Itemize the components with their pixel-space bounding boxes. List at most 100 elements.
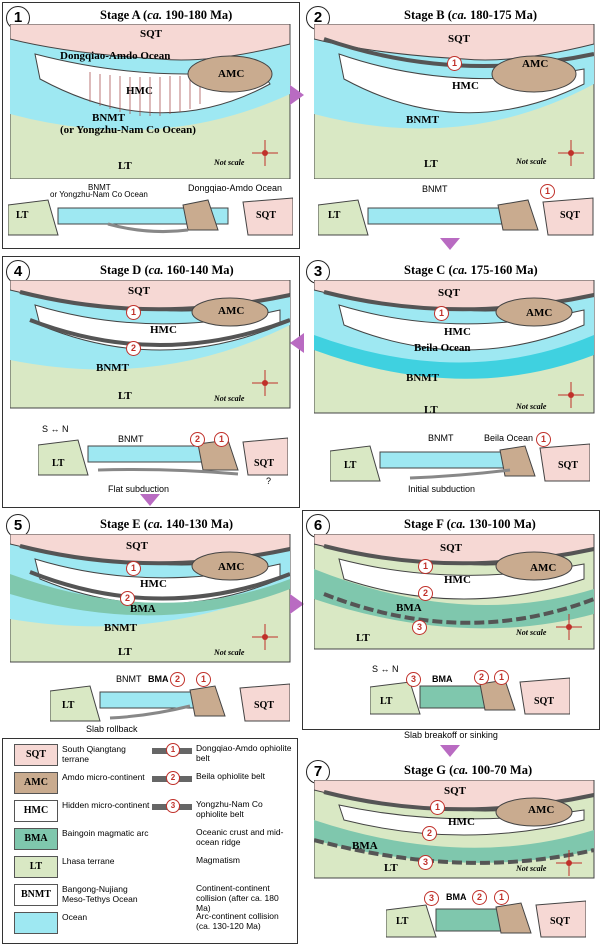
- stage-g-map: [314, 780, 595, 879]
- amc-label: AMC: [526, 307, 553, 319]
- bnmt-label: BNMT: [92, 112, 125, 124]
- legend-swatch: AMC: [14, 772, 58, 794]
- legend-belt-number: 1: [166, 743, 180, 757]
- belt-2-marker: 2: [472, 890, 487, 905]
- stage-a-section: [8, 197, 293, 236]
- compass-icon: [252, 140, 278, 166]
- hmc-label: HMC: [444, 574, 471, 586]
- question-mark: ?: [266, 476, 272, 486]
- belt-1-marker: 1: [126, 305, 141, 320]
- sqt-label: SQT: [440, 542, 463, 554]
- arrow-right-icon: [290, 85, 304, 105]
- bma-label: BMA: [396, 602, 422, 614]
- lt-label: LT: [396, 916, 409, 927]
- belt-2-marker: 2: [418, 586, 433, 601]
- belt-1-marker: 1: [447, 56, 462, 71]
- legend-swatch: LT: [14, 856, 58, 878]
- lt-label: LT: [16, 210, 29, 221]
- stage-title: Stage D (ca. 160-140 Ma): [100, 263, 234, 277]
- legend-text: South Qiangtang terrane: [62, 744, 126, 764]
- arrow-down-icon: [140, 494, 160, 506]
- hmc-label: HMC: [140, 578, 167, 590]
- stage-g-section: [386, 900, 586, 938]
- lt-label: LT: [52, 458, 65, 469]
- legend-text: Arc-continent collision (ca. 130-120 Ma): [196, 911, 279, 931]
- not-scale-label: Not scale: [516, 157, 547, 166]
- not-scale-label: Not scale: [516, 628, 547, 637]
- belt-1-marker: 1: [536, 432, 551, 447]
- legend-swatch: [14, 912, 58, 934]
- legend-symbol: 2: [152, 771, 192, 785]
- stage-title: Stage B (ca. 180-175 Ma): [404, 8, 537, 22]
- slab-rollback-label: Slab rollback: [86, 724, 138, 734]
- dongqiao-ocean-label: Dongqiao-Amdo Ocean: [60, 50, 171, 62]
- stage-b-map: [314, 24, 595, 179]
- bma-label: BMA: [446, 892, 467, 902]
- sqt-label: SQT: [256, 210, 277, 221]
- amc-label: AMC: [530, 562, 557, 574]
- legend-text: Ocean: [62, 912, 88, 922]
- bma-label: BMA: [148, 674, 169, 684]
- stage-title: Stage C (ca. 175-160 Ma): [404, 263, 538, 277]
- lt-label: LT: [424, 404, 438, 416]
- sqt-label: SQT: [534, 696, 555, 707]
- legend-symbol: [152, 860, 192, 866]
- legend-row: Magmatism: [150, 854, 295, 880]
- legend-text: Amdo micro-continent: [62, 772, 145, 782]
- belt-1-marker: 1: [494, 890, 509, 905]
- amc-label: AMC: [218, 561, 245, 573]
- stage-title: Stage E (ca. 140-130 Ma): [100, 517, 233, 531]
- stage-e-section: [50, 683, 290, 722]
- amc-label: AMC: [522, 58, 549, 70]
- stage-a-panel: [2, 2, 300, 249]
- stage-b-section: [318, 197, 594, 236]
- legend-panel: [2, 738, 298, 944]
- lt-label: LT: [380, 696, 393, 707]
- belt-3-marker: 3: [418, 855, 433, 870]
- sqt-label: SQT: [128, 285, 151, 297]
- not-scale-label: Not scale: [516, 864, 547, 873]
- amc-label: AMC: [528, 804, 555, 816]
- not-scale-label: Not scale: [214, 648, 245, 657]
- arrow-down-icon: [440, 745, 460, 757]
- lt-label: LT: [344, 460, 357, 471]
- bnmt-label: BNMT: [428, 433, 454, 443]
- not-scale-label: Not scale: [214, 158, 245, 167]
- stage-d-section: [38, 437, 288, 476]
- stage-f-map: [314, 534, 595, 650]
- belt-3-marker: 3: [424, 891, 439, 906]
- bnmt-alt-label: (or Yongzhu-Nam Co Ocean): [60, 124, 196, 136]
- legend-text: Dongqiao-Amdo ophiolite belt: [196, 743, 292, 763]
- lt-label: LT: [62, 700, 75, 711]
- legend-row: Ocean: [2, 910, 152, 936]
- sqt-label: SQT: [448, 33, 471, 45]
- stage-c-map: [314, 280, 595, 414]
- belt-2-marker: 2: [126, 341, 141, 356]
- compass-icon: [252, 370, 278, 396]
- legend-symbol: [152, 832, 192, 838]
- legend-symbol: [152, 916, 192, 922]
- sqt-label: SQT: [550, 916, 571, 927]
- belt-2-marker: 2: [120, 591, 135, 606]
- legend-text: Magmatism: [196, 855, 240, 865]
- sqt-label: SQT: [438, 287, 461, 299]
- bnmt-label: BNMT: [118, 434, 144, 444]
- compass-icon: [556, 850, 582, 876]
- lt-label: LT: [118, 390, 132, 402]
- stage-d-map: [10, 280, 291, 409]
- belt-2-marker: 2: [170, 672, 185, 687]
- legend-text: Oceanic crust and mid-ocean ridge: [196, 827, 284, 847]
- hmc-label: HMC: [444, 326, 471, 338]
- belt-1-marker: 1: [126, 561, 141, 576]
- belt-1-marker: 1: [430, 800, 445, 815]
- sqt-label: SQT: [558, 460, 579, 471]
- hmc-label: HMC: [452, 80, 479, 92]
- sqt-label: SQT: [140, 28, 163, 40]
- arrow-down-icon: [440, 238, 460, 250]
- bma-label: BMA: [432, 674, 453, 684]
- bma-label: BMA: [352, 840, 378, 852]
